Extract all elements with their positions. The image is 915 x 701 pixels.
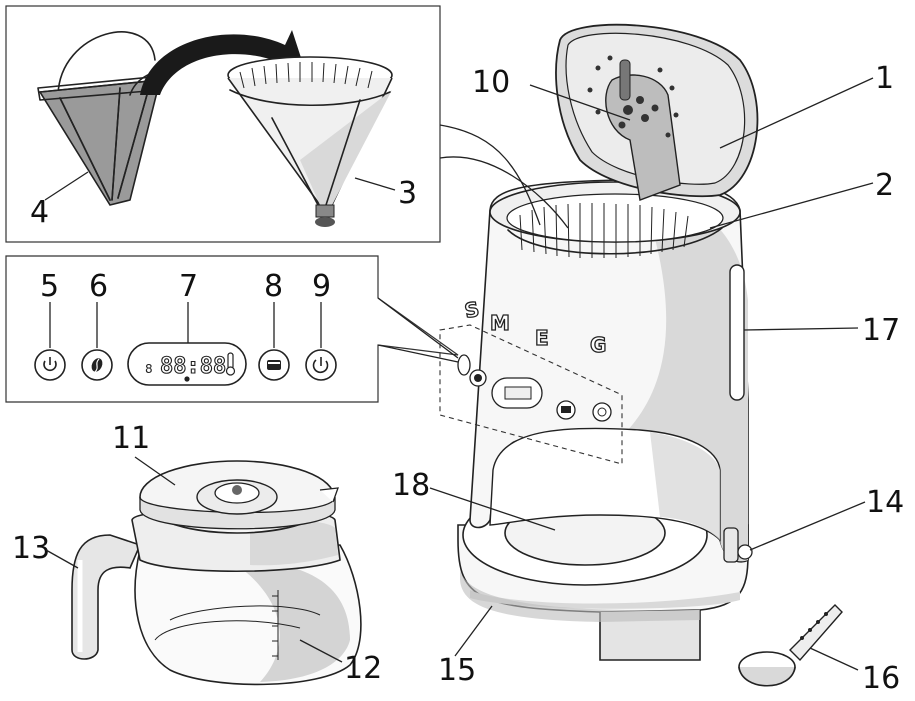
callout-5: 5 xyxy=(40,269,59,304)
auto-start-icon xyxy=(312,357,329,374)
display-digits: 88:88 xyxy=(160,354,226,379)
callout-10: 10 xyxy=(472,65,510,100)
thermometer-icon xyxy=(225,352,236,376)
callout-17: 17 xyxy=(862,313,900,348)
callout-18: 18 xyxy=(392,468,430,503)
callout-1: 1 xyxy=(875,61,894,96)
permanent-filter xyxy=(37,31,171,206)
insert-arrow-icon xyxy=(140,30,305,95)
callout-6: 6 xyxy=(89,269,108,304)
filter-holder xyxy=(227,56,393,227)
callout-2: 2 xyxy=(875,168,894,203)
callout-14: 14 xyxy=(866,485,904,520)
filter-inset-panel: 4 3 xyxy=(5,5,441,243)
callout-7: 7 xyxy=(179,269,198,304)
logo-letter-e: E xyxy=(535,326,549,350)
cup-icon xyxy=(267,360,281,370)
aroma-button[interactable] xyxy=(81,349,113,381)
callout-8: 8 xyxy=(264,269,283,304)
callout-11: 11 xyxy=(112,421,150,456)
coffee-bean-icon xyxy=(91,358,103,373)
callout-4: 4 xyxy=(30,195,49,230)
callout-9: 9 xyxy=(312,269,331,304)
callout-12: 12 xyxy=(344,651,382,686)
coffee-machine: S M E G xyxy=(439,23,759,661)
clock-display: 8 88:88 xyxy=(127,342,247,386)
callout-15: 15 xyxy=(438,653,476,688)
logo-letter-m: M xyxy=(490,311,510,335)
callout-16: 16 xyxy=(862,661,900,696)
svg-text:8: 8 xyxy=(145,362,153,376)
carafe xyxy=(71,460,362,686)
callout-3: 3 xyxy=(398,176,417,211)
lid xyxy=(555,23,759,201)
auto-start-button[interactable] xyxy=(305,349,337,381)
logo-letter-g: G xyxy=(590,333,606,357)
power-icon xyxy=(43,357,57,372)
callout-13: 13 xyxy=(12,531,50,566)
front-controls xyxy=(457,354,612,422)
cups-button[interactable] xyxy=(258,349,290,381)
control-panel-inset: 8 88:88 5 6 7 xyxy=(5,255,459,403)
power-button[interactable] xyxy=(34,349,66,381)
logo-letter-s: S xyxy=(463,297,481,323)
measuring-spoon xyxy=(738,604,843,687)
